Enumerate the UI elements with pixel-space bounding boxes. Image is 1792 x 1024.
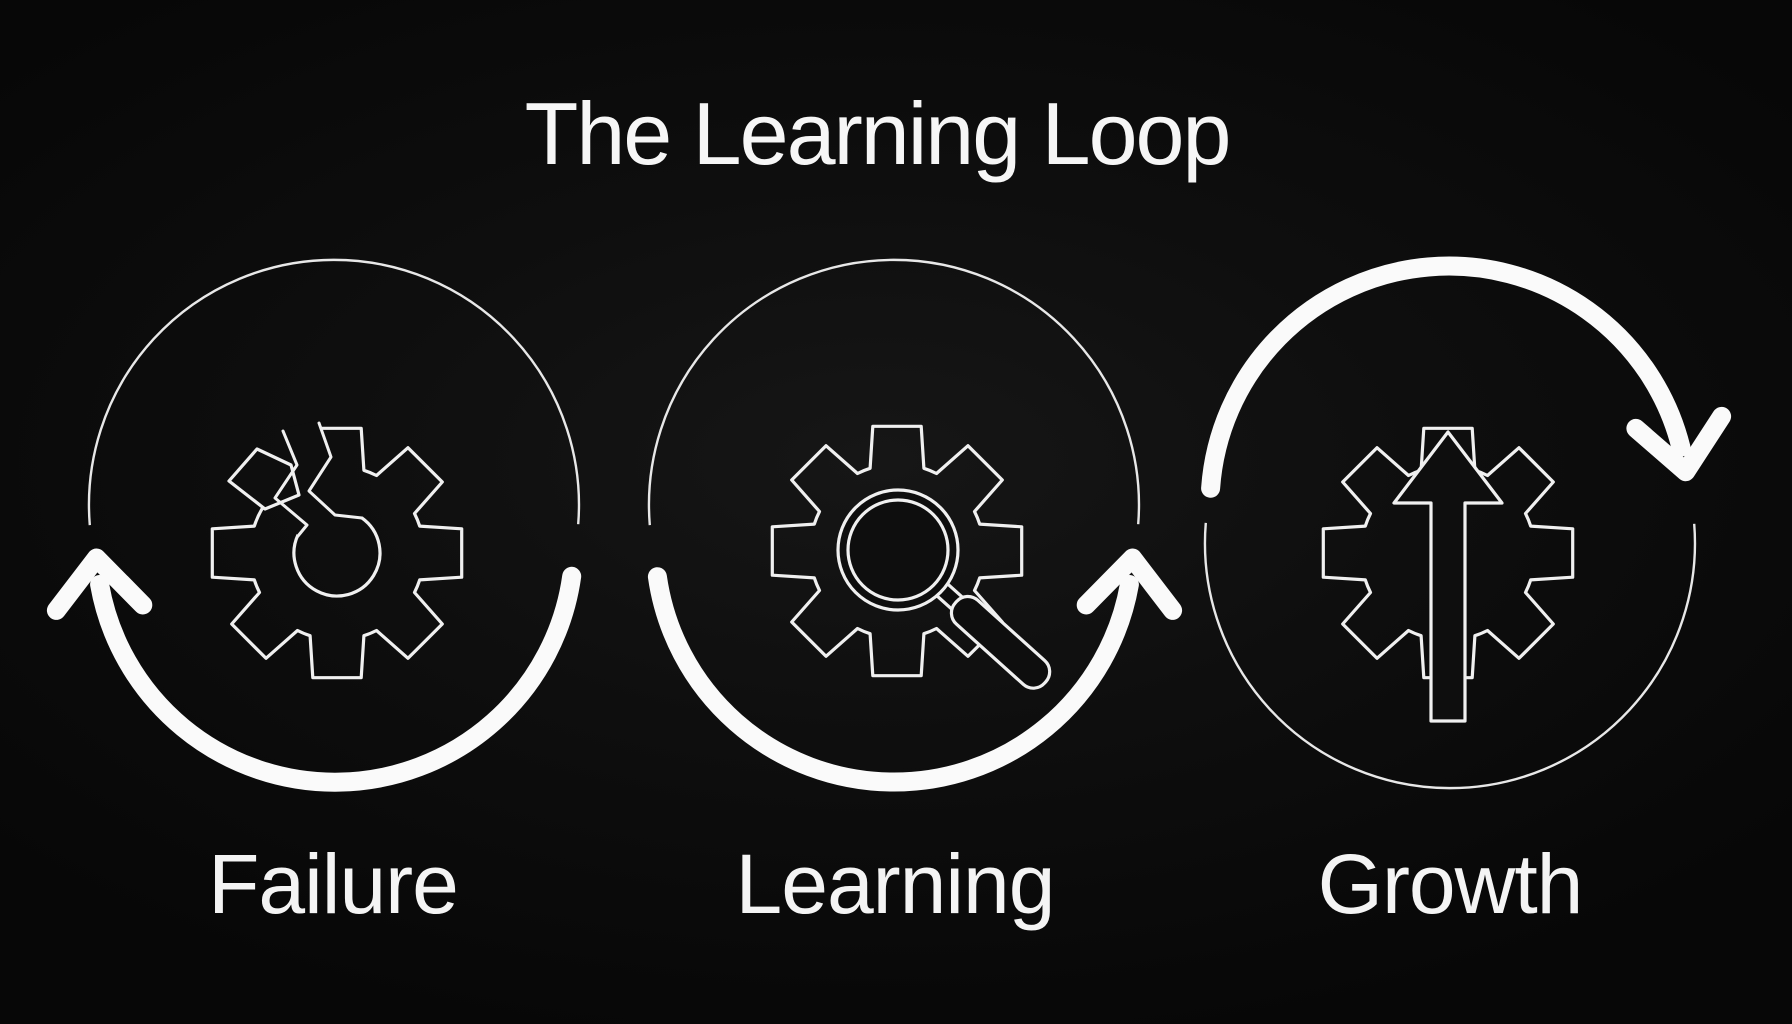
growth-loop-arrow [1201, 256, 1732, 790]
gear-growth-arrow-icon [1321, 426, 1575, 723]
stage-label-learning: Learning [736, 837, 1055, 931]
stage-growth: Growth [1201, 256, 1732, 931]
stage-label-growth: Growth [1318, 837, 1583, 931]
stage-learning: Learning [647, 258, 1183, 931]
diagram-title: The Learning Loop [525, 84, 1230, 183]
stage-failure: Failure [46, 258, 582, 931]
stage-label-failure: Failure [208, 837, 458, 931]
gear-magnifier-icon [770, 424, 1052, 690]
learning-loop-arrow [647, 258, 1183, 792]
broken-gear-icon [210, 421, 464, 680]
failure-loop-arrow [46, 258, 582, 792]
